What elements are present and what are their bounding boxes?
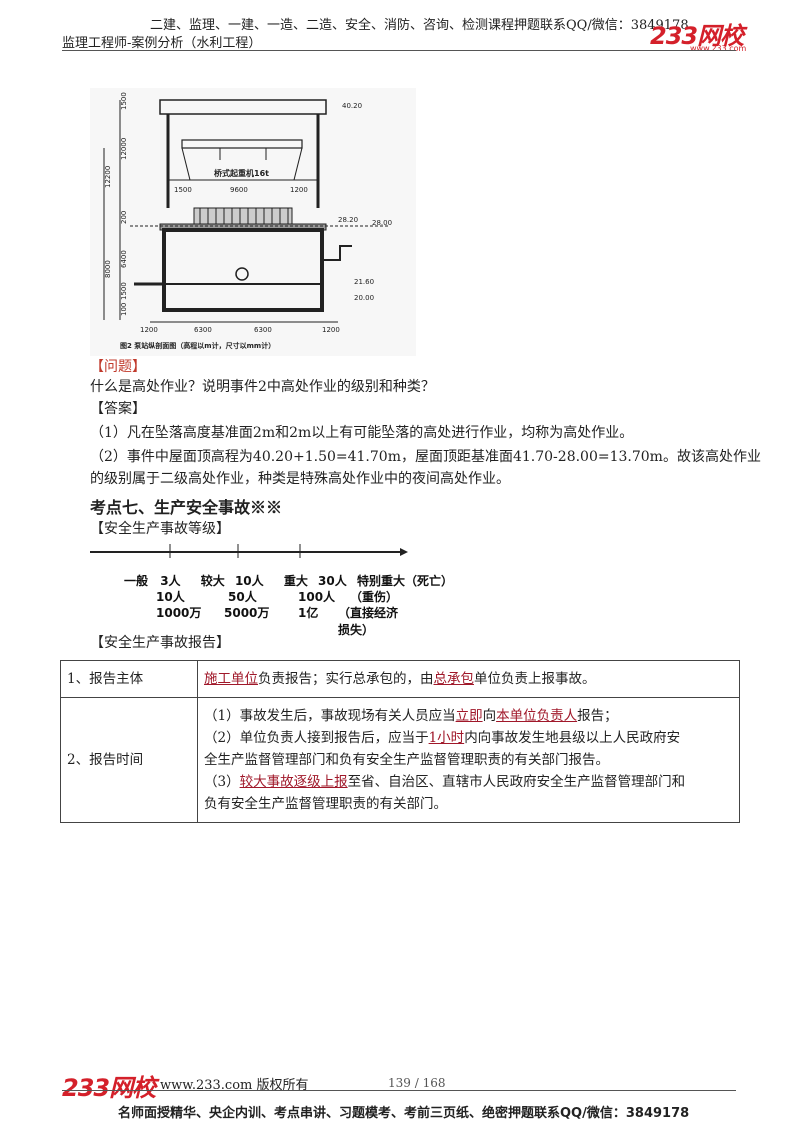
text-segment: 内向事故发生地县级以上人民政府安 bbox=[464, 730, 681, 746]
answer-p2b: 的级别属于二级高处作业，种类是特殊高处作业中的夜间高处作业。 bbox=[90, 471, 510, 487]
report-time-key: 2、报告时间 bbox=[60, 697, 198, 823]
emphasis-level-report: 较大事故逐级上报 bbox=[239, 774, 348, 790]
grade-injury-100: 100人 bbox=[298, 590, 336, 604]
emphasis-general-contractor: 总承包 bbox=[433, 671, 475, 687]
header-rule bbox=[62, 50, 736, 51]
grade-loss-1yi: 1亿 bbox=[298, 606, 319, 620]
grade-loss-label: （直接经济损失） bbox=[338, 606, 399, 637]
question-text: 什么是高处作业？说明事件2中高处作业的级别和种类？ bbox=[90, 379, 435, 395]
grade-injury-50: 50人 bbox=[228, 590, 257, 604]
grade-injury-label: （重伤） bbox=[350, 590, 399, 604]
text-segment: 向 bbox=[482, 708, 497, 724]
footer-slogan: 名师面授精华、央企内训、考点串讲、习题模考、考前三页纸、绝密押题联系QQ/微信：… bbox=[118, 1106, 690, 1121]
footer-copyright: www.233.com 版权所有 bbox=[160, 1078, 309, 1093]
header-promo: 二建、监理、一建、一造、二造、安全、消防、咨询、检测课程押题联系QQ/微信：38… bbox=[150, 18, 689, 33]
accident-grade-diagram: 一般 3人 较大 10人 重大 30人 特别重大（死亡） 10人 50人 100… bbox=[88, 538, 453, 637]
footer-rule bbox=[62, 1090, 736, 1091]
question-label: 【问题】 bbox=[90, 359, 146, 375]
roof-slab bbox=[159, 99, 327, 115]
figure-caption: 图2 泵站纵剖面图（高程以m计，尺寸以mm计） bbox=[120, 341, 275, 350]
text-segment: （2）单位负责人接到报告后，应当于 bbox=[204, 730, 429, 746]
page-number: 139 / 168 bbox=[388, 1076, 446, 1090]
grade-major: 重大 bbox=[283, 574, 308, 588]
elev-label-2160: 21.60 bbox=[354, 278, 374, 286]
grade-general-death: 3人 bbox=[160, 574, 181, 588]
text-line: 全生产监督管理部门和负有安全生产监督管理职责的有关部门报告。 bbox=[204, 752, 609, 768]
grade-major-death: 30人 bbox=[318, 574, 347, 588]
dim-9600: 9600 bbox=[230, 186, 248, 194]
table-row: 2、报告时间 （1）事故发生后，事故现场有关人员应当立即向本单位负责人报告； （… bbox=[60, 697, 740, 823]
brand-logo-url: www.233.com bbox=[690, 44, 747, 53]
grade-especially-major: 特别重大（死亡） bbox=[356, 574, 453, 588]
dim-1500: 1500 bbox=[174, 186, 192, 194]
emphasis-one-hour: 1小时 bbox=[428, 730, 465, 746]
report-label: 【安全生产事故报告】 bbox=[90, 635, 230, 651]
emphasis-construction-unit: 施工单位 bbox=[204, 671, 258, 687]
dim-bottom-1200c: 1200 bbox=[322, 326, 340, 334]
vdim-12200: 12200 bbox=[104, 166, 112, 188]
dim-bottom-1200a: 1200 bbox=[140, 326, 158, 334]
grade-label: 【安全生产事故等级】 bbox=[90, 521, 230, 537]
dim-bottom-6300b: 6300 bbox=[254, 326, 272, 334]
vdim-1500: 1500 bbox=[120, 92, 128, 110]
vdim-1500b: 1500 bbox=[120, 282, 128, 300]
vdim-6400: 6400 bbox=[120, 250, 128, 268]
vdim-12000: 12000 bbox=[120, 138, 128, 160]
report-table: 1、报告主体 施工单位负责报告；实行总承包的，由总承包单位负责上报事故。 2、报… bbox=[60, 660, 740, 823]
emphasis-unit-head: 本单位负责人 bbox=[496, 708, 578, 724]
grade-injury-10: 10人 bbox=[156, 590, 185, 604]
text-segment: 至省、自治区、直辖市人民政府安全生产监督管理部门和 bbox=[347, 774, 686, 790]
grade-large: 较大 bbox=[200, 574, 225, 588]
report-subject-value: 施工单位负责报告；实行总承包的，由总承包单位负责上报事故。 bbox=[197, 660, 740, 698]
report-subject-key: 1、报告主体 bbox=[60, 660, 198, 698]
text-segment: （3） bbox=[204, 774, 240, 790]
dim-1200: 1200 bbox=[290, 186, 308, 194]
report-time-value: （1）事故发生后，事故现场有关人员应当立即向本单位负责人报告； （2）单位负责人… bbox=[197, 697, 740, 823]
brand-logo-bottom[interactable]: 233网校 bbox=[62, 1074, 156, 1102]
brand-logo-top[interactable]: 233网校 bbox=[650, 22, 744, 50]
pump-station-figure: 40.20 桥式起重机16t 1500 9600 1200 28.20 28.0… bbox=[90, 88, 416, 356]
table-row: 1、报告主体 施工单位负责报告；实行总承包的，由总承包单位负责上报事故。 bbox=[60, 660, 740, 698]
emphasis-immediately: 立即 bbox=[455, 708, 483, 724]
dim-bottom-6300a: 6300 bbox=[194, 326, 212, 334]
text-segment: 单位负责上报事故。 bbox=[474, 671, 596, 687]
text-segment: （1）事故发生后，事故现场有关人员应当 bbox=[204, 708, 456, 724]
kaodian-title: 考点七、生产安全事故※※ bbox=[90, 498, 283, 517]
text-segment: 报告； bbox=[577, 708, 618, 724]
grade-loss-1000: 1000万 bbox=[156, 606, 202, 620]
elev-label-2820: 28.20 bbox=[338, 216, 358, 224]
vdim-100: 100 bbox=[120, 303, 128, 316]
elev-label-2000: 20.00 bbox=[354, 294, 374, 302]
vdim-200: 200 bbox=[120, 211, 128, 224]
grade-large-death: 10人 bbox=[234, 574, 264, 588]
text-segment: 负责报告；实行总承包的，由 bbox=[258, 671, 434, 687]
header-subtitle: 监理工程师-案例分析（水利工程） bbox=[62, 36, 262, 51]
elev-label-top: 40.20 bbox=[342, 102, 362, 110]
vdim-8000: 8000 bbox=[104, 260, 112, 278]
answer-p2a: （2）事件中屋面顶高程为40.20+1.50=41.70m，屋面顶距基准面41.… bbox=[90, 449, 761, 465]
crane-label: 桥式起重机16t bbox=[214, 168, 269, 178]
text-line: 负有安全生产监督管理职责的有关部门。 bbox=[204, 796, 447, 812]
elev-label-2800: 28.00 bbox=[372, 219, 392, 227]
grade-general: 一般 bbox=[124, 574, 149, 588]
answer-label: 【答案】 bbox=[90, 401, 146, 417]
answer-p1: （1）凡在坠落高度基准面2m和2m以上有可能坠落的高处进行作业，均称为高处作业。 bbox=[90, 425, 634, 441]
grade-loss-5000: 5000万 bbox=[224, 606, 270, 620]
